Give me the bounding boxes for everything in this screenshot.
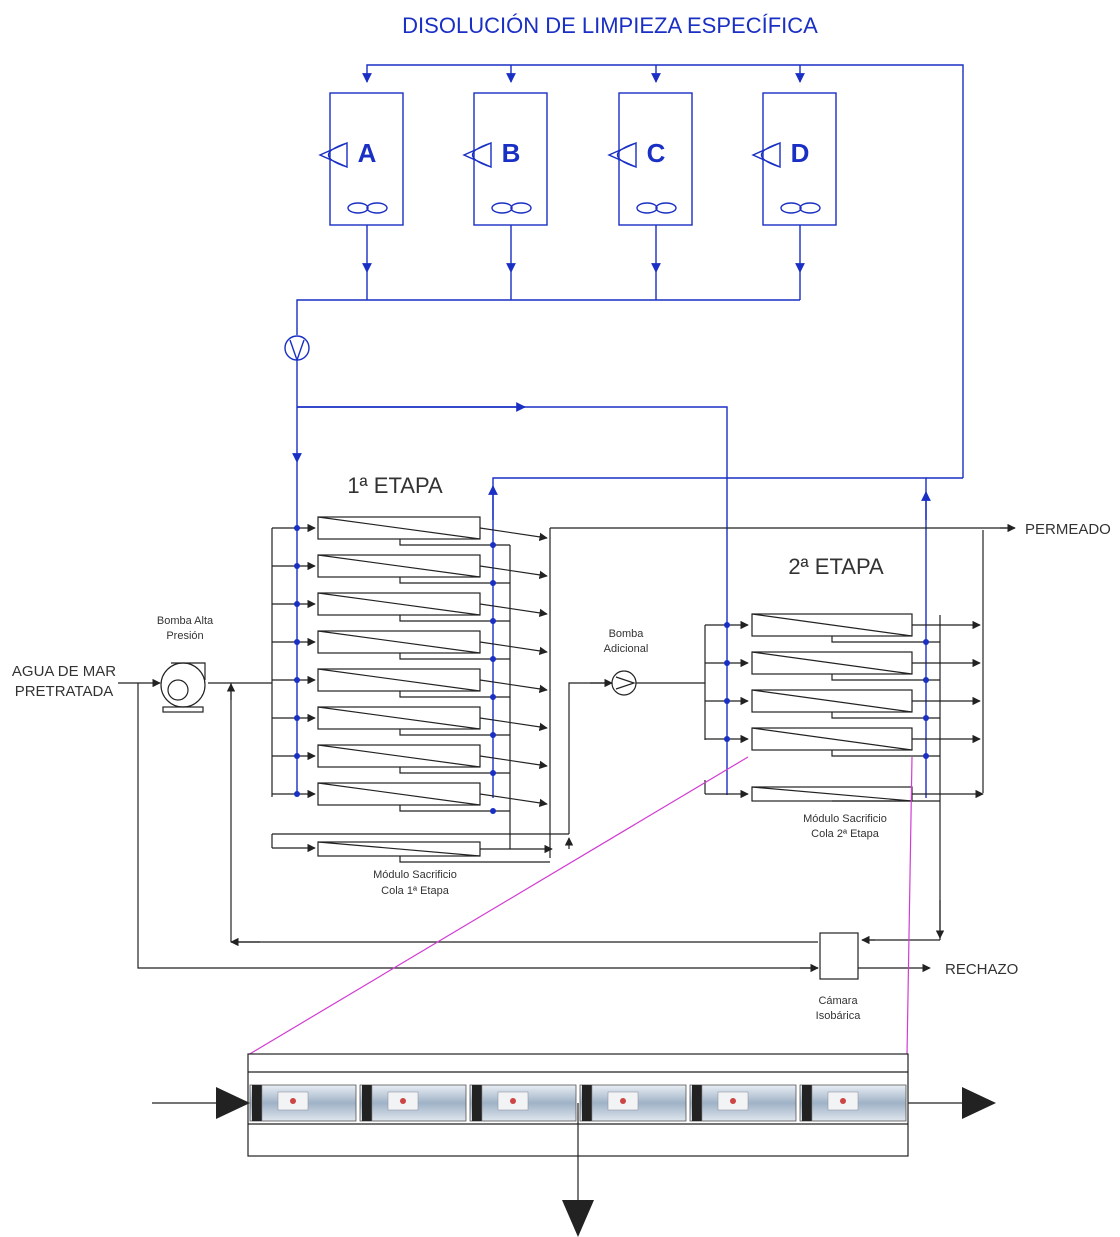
tank-label: B: [502, 138, 521, 168]
permeate-label: PERMEADO: [1025, 521, 1111, 538]
reject-label: RECHAZO: [945, 961, 1018, 978]
tank-label: A: [358, 138, 377, 168]
pressure-vessel-detail: [152, 1054, 996, 1237]
membrane-element-icon: [580, 1085, 686, 1121]
tank-label: D: [791, 138, 810, 168]
cleaning-return-line: [367, 65, 963, 275]
isobaric-label-line1: Cámara: [818, 995, 858, 1007]
permeate-outlet-arrow-icon: [562, 1200, 594, 1237]
membrane-element-icon: [690, 1085, 796, 1121]
stage2-pressure-vessel: [705, 614, 980, 645]
heater-icon: [320, 143, 347, 167]
mixer-icon: [492, 203, 531, 213]
diagram-title: DISOLUCIÓN DE LIMPIEZA ESPECÍFICA: [402, 13, 818, 38]
mixer-icon: [348, 203, 387, 213]
stage2-modules: [705, 614, 980, 759]
detail-link-right: [907, 757, 912, 1055]
booster-label-line2: Adicional: [604, 643, 649, 655]
stage2-pressure-vessel: [705, 690, 980, 721]
sacrificial-module-stage2: [705, 780, 983, 801]
membrane-element-icon: [250, 1085, 356, 1121]
isobaric-label-line2: Isobárica: [816, 1010, 862, 1022]
heater-icon: [753, 143, 780, 167]
hp-pump-label-line1: Bomba Alta: [157, 615, 214, 627]
membrane-element-icon: [360, 1085, 466, 1121]
feed-label-line2: PRETRATADA: [15, 683, 114, 700]
mixer-icon: [637, 203, 676, 213]
stage1-label: 1ª ETAPA: [347, 473, 443, 498]
sacrificial-stage1-line1: Módulo Sacrificio: [373, 869, 457, 881]
outlet-arrow-icon: [962, 1087, 996, 1119]
isobaric-chamber: [820, 933, 858, 979]
hp-pump-label-line2: Presión: [166, 630, 203, 642]
stage2-pressure-vessel: [705, 728, 980, 759]
cleaning-pump-icon: [285, 336, 309, 360]
stage2-label: 2ª ETAPA: [788, 554, 884, 579]
sacrificial-stage1-line2: Cola 1ª Etapa: [381, 885, 450, 897]
heater-icon: [464, 143, 491, 167]
stage1-modules: [272, 517, 547, 849]
booster-label-line1: Bomba: [609, 628, 645, 640]
mixer-icon: [781, 203, 820, 213]
tank-label: C: [647, 138, 666, 168]
feed-label-line1: AGUA DE MAR: [12, 663, 116, 680]
high-pressure-pump-icon: [161, 663, 205, 712]
inlet-arrow-icon: [216, 1087, 250, 1119]
sacrificial-module-stage1: [272, 834, 569, 862]
heater-icon: [609, 143, 636, 167]
stage1-pressure-vessel: [272, 783, 547, 849]
membrane-element-icon: [470, 1085, 576, 1121]
stage2-pressure-vessel: [705, 652, 980, 683]
membrane-element-icon: [800, 1085, 906, 1121]
booster-pump-icon: [612, 671, 636, 695]
sacrificial-stage2-line2: Cola 2ª Etapa: [811, 828, 880, 840]
sacrificial-stage2-line1: Módulo Sacrificio: [803, 813, 887, 825]
